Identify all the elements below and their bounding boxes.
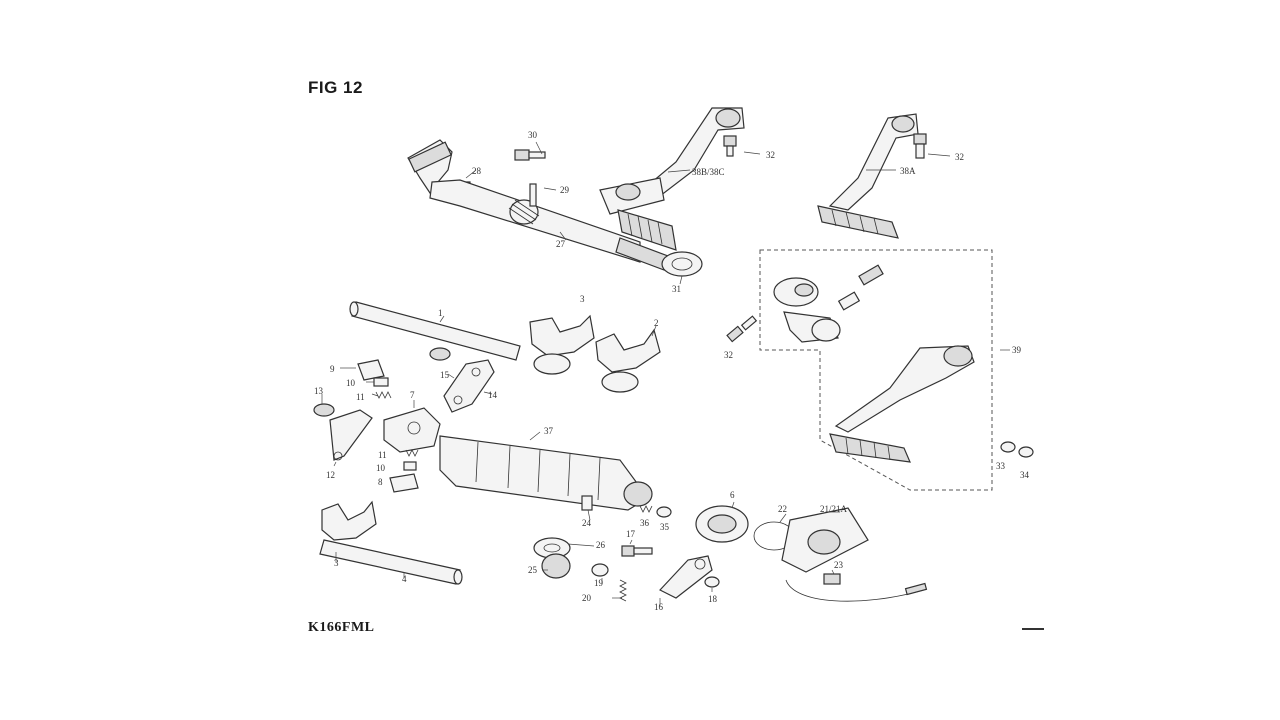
- callout: 11: [356, 392, 365, 402]
- callout-labels: 30 32 32 28 29 38B/38C 38A 27 31 1 2 3 9…: [314, 130, 1030, 612]
- clip-19: [591, 563, 609, 577]
- washer-34: [1018, 446, 1034, 458]
- shift-fork-2: [595, 328, 661, 393]
- leader-lines: [321, 141, 1010, 606]
- callout: 2: [654, 318, 659, 328]
- callout: 7: [410, 390, 415, 400]
- callout: 34: [1020, 470, 1030, 480]
- callout: 15: [440, 370, 450, 380]
- shift-arm-16: [659, 555, 713, 599]
- spring-11: [375, 391, 392, 399]
- bolt-30: [514, 149, 546, 161]
- kick-lever-38b: [599, 107, 745, 251]
- callout: 21/21A: [820, 504, 848, 514]
- shift-fork-3: [321, 500, 377, 541]
- callout: 24: [582, 518, 592, 528]
- callout: 22: [778, 504, 787, 514]
- fork-shaft-1: [349, 301, 521, 361]
- callout: 32: [955, 152, 964, 162]
- callout: 32: [766, 150, 775, 160]
- wire-harness: [785, 579, 928, 602]
- bearing-25: [541, 553, 571, 579]
- assembly-39-boundary: [759, 249, 993, 491]
- switch-21: [781, 507, 869, 573]
- cam-plate-7: [383, 407, 441, 453]
- callout: 23: [834, 560, 844, 570]
- callout: 38A: [900, 166, 916, 176]
- spring-36: [639, 505, 653, 513]
- callout: 39: [1012, 345, 1022, 355]
- callout: 4: [402, 574, 407, 584]
- bolt-23: [823, 573, 841, 585]
- callout: 28: [472, 166, 482, 176]
- pin-10: [373, 377, 389, 387]
- callout: 25: [528, 565, 538, 575]
- shift-drum-37: [439, 435, 653, 511]
- callout: 37: [544, 426, 554, 436]
- callout: 13: [314, 386, 324, 396]
- callout: 29: [560, 185, 570, 195]
- washer-33: [1000, 441, 1016, 453]
- callout: 32: [724, 350, 733, 360]
- bolt-32-middle: [726, 315, 758, 343]
- callout: 38B/38C: [692, 167, 725, 177]
- washer-18: [704, 576, 720, 588]
- callout: 14: [488, 390, 498, 400]
- page-mark: [1022, 628, 1044, 630]
- stopper-arm-12: [329, 409, 373, 461]
- callout: 16: [654, 602, 664, 612]
- model-code: K166FML: [308, 620, 375, 635]
- callout: 1: [438, 308, 443, 318]
- callout: 35: [660, 522, 670, 532]
- cover-6: [695, 505, 749, 543]
- callout: 10: [346, 378, 356, 388]
- kick-lever-39: [773, 264, 975, 463]
- callout: 20: [582, 593, 592, 603]
- callout: 3: [334, 558, 339, 568]
- stopper-8: [389, 473, 419, 493]
- callout: 3: [580, 294, 585, 304]
- stopper-9: [357, 359, 385, 381]
- callout: 10: [376, 463, 386, 473]
- pin-10-lower: [403, 461, 417, 471]
- callout: 11: [378, 450, 387, 460]
- bolt-15: [429, 347, 451, 361]
- callout: 31: [672, 284, 681, 294]
- spring-20: [619, 579, 627, 602]
- figure-title: FIG 12: [308, 78, 363, 97]
- callout: 27: [556, 239, 566, 249]
- kick-lever-38a: [817, 113, 919, 239]
- callout: 17: [626, 529, 636, 539]
- fork-shaft-4: [319, 539, 463, 585]
- callout: 12: [326, 470, 335, 480]
- pin-24: [581, 495, 593, 511]
- callout: 36: [640, 518, 650, 528]
- callout: 9: [330, 364, 335, 374]
- bolt-32-top-right: [913, 133, 927, 159]
- bolt-32-top-left: [723, 135, 737, 157]
- gear-shift-pedal-assembly: [407, 139, 703, 277]
- callout: 6: [730, 490, 735, 500]
- callout: 19: [594, 578, 604, 588]
- bolt-13: [313, 403, 335, 417]
- washer-35: [656, 506, 672, 518]
- guide-plate-14: [443, 359, 495, 413]
- callout: 26: [596, 540, 606, 550]
- callout: 30: [528, 130, 538, 140]
- spring-11-lower: [405, 449, 419, 457]
- bolt-17: [621, 545, 653, 557]
- callout: 8: [378, 477, 383, 487]
- callout: 18: [708, 594, 718, 604]
- callout: 33: [996, 461, 1006, 471]
- shift-fork-a: [529, 314, 595, 375]
